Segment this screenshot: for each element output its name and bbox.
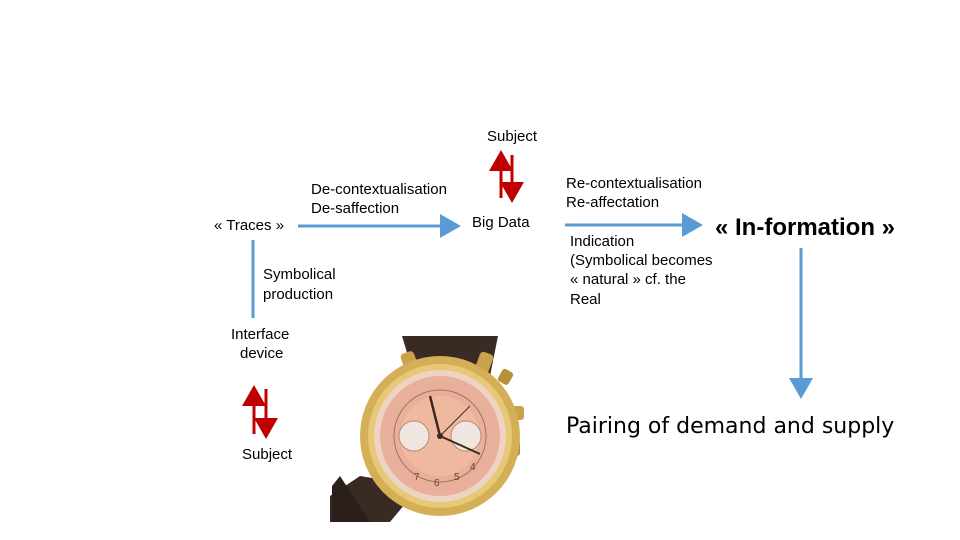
indication-line-3: « natural » cf. the bbox=[570, 271, 686, 288]
svg-text:7: 7 bbox=[414, 472, 420, 483]
interface-line-1: Interface bbox=[231, 326, 290, 343]
desaffection-label: De-saffection bbox=[311, 200, 400, 217]
indication-line-1: Indication bbox=[570, 233, 635, 250]
in-formation-label: « In-formation » bbox=[715, 214, 896, 241]
recontextualisation-label: Re-contextualisation bbox=[566, 175, 702, 192]
big-data-label: Big Data bbox=[472, 214, 530, 231]
indication-line-2: (Symbolical becomes bbox=[570, 252, 713, 269]
svg-text:4: 4 bbox=[470, 462, 476, 473]
reaffectation-label: Re-affectation bbox=[566, 194, 660, 211]
svg-text:6: 6 bbox=[434, 478, 440, 489]
symbolical-line-1: Symbolical bbox=[263, 266, 336, 283]
traces-label: « Traces » bbox=[214, 217, 285, 234]
indication-line-4: Real bbox=[570, 291, 601, 308]
symbolical-line-2: production bbox=[263, 286, 334, 303]
decontextualisation-label: De-contextualisation bbox=[311, 181, 447, 198]
wristwatch-photo: 6 7 5 4 bbox=[330, 336, 524, 522]
pairing-label: Pairing of demand and supply bbox=[566, 414, 895, 439]
subject-top-label: Subject bbox=[487, 128, 538, 145]
interface-line-2: device bbox=[240, 345, 284, 362]
subject-bottom-label: Subject bbox=[242, 446, 293, 463]
svg-text:5: 5 bbox=[454, 472, 460, 483]
